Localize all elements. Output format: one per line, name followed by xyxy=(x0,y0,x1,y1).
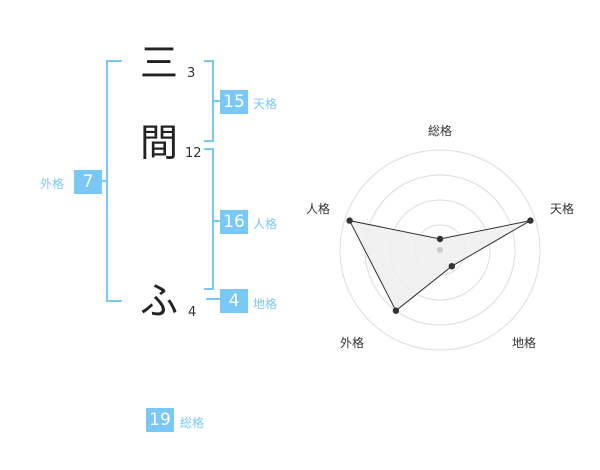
radar-label-jinkaku: 人格 xyxy=(306,202,331,216)
jinkaku-badge: 16 xyxy=(220,210,248,234)
tenkaku-bracket xyxy=(204,60,214,142)
tenkaku-bracket-tick xyxy=(214,100,220,102)
radar-data-area xyxy=(348,219,531,312)
radar-label-tenkaku: 天格 xyxy=(550,202,575,216)
radar-label-soukaku: 総格 xyxy=(428,124,453,138)
radar-label-gaikaku: 外格 xyxy=(340,336,365,350)
radar-point-4 xyxy=(346,217,353,224)
stroke-count-2: 12 xyxy=(185,146,202,161)
jinkaku-label: 人格 xyxy=(253,217,278,231)
soukaku-badge: 19 xyxy=(146,408,174,432)
radar-grid-ring xyxy=(339,149,541,351)
gaikaku-bracket-tick xyxy=(99,180,106,182)
gaikaku-label: 外格 xyxy=(40,177,65,191)
radar-points xyxy=(346,217,534,314)
chikaku-badge: 4 xyxy=(220,289,248,313)
gaikaku-badge: 7 xyxy=(74,170,102,194)
gaikaku-bracket xyxy=(106,60,122,302)
radar-point-3 xyxy=(392,307,400,314)
jinkaku-bracket-tick xyxy=(214,220,220,222)
tenkaku-badge: 15 xyxy=(220,90,248,114)
radar-point-2 xyxy=(448,263,455,270)
jinkaku-bracket xyxy=(204,148,214,290)
radar-center-dot xyxy=(437,247,443,253)
radar-point-0 xyxy=(436,235,444,243)
chikaku-bracket-tick xyxy=(206,298,220,300)
name-char-3: ふ xyxy=(140,279,179,323)
chikaku-label: 地格 xyxy=(253,297,278,311)
stroke-count-1: 3 xyxy=(187,66,196,81)
radar-label-chikaku: 地格 xyxy=(512,336,537,350)
tenkaku-label: 天格 xyxy=(253,97,278,111)
name-char-2: 間 xyxy=(140,121,179,165)
radar-point-1 xyxy=(527,217,534,224)
name-char-1: 三 xyxy=(140,41,179,85)
stroke-count-3: 4 xyxy=(188,305,197,320)
soukaku-label: 総格 xyxy=(180,416,205,430)
